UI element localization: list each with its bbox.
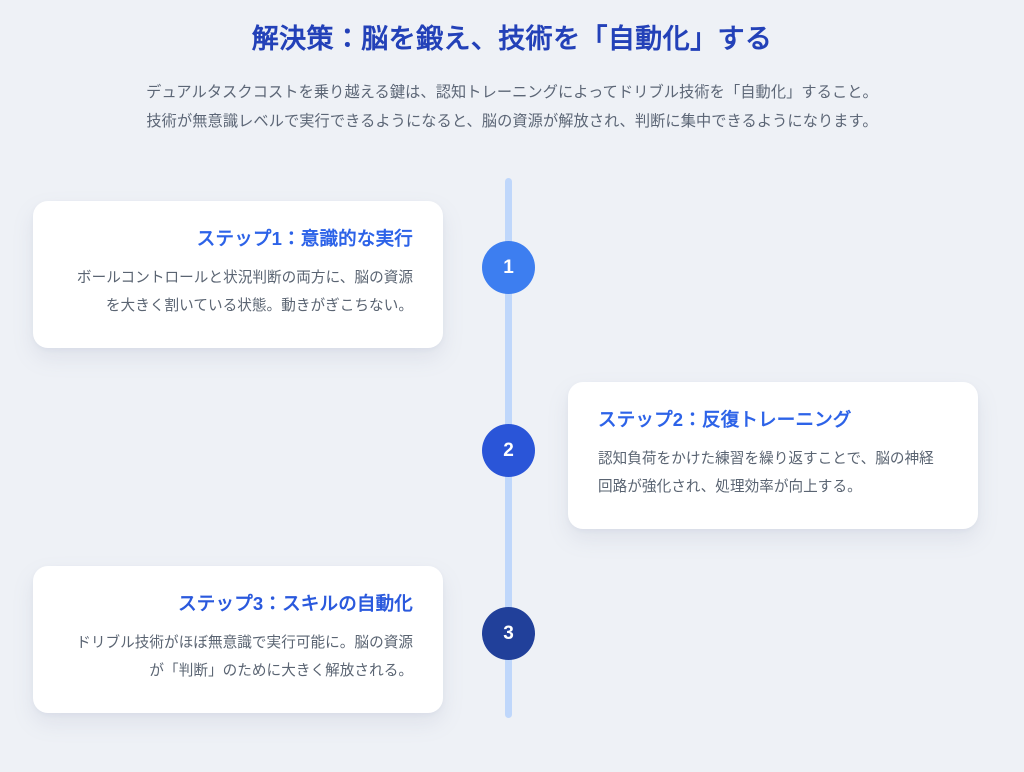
timeline-marker-3[interactable]: 3 xyxy=(482,607,535,660)
step-card-body-1: ボールコントロールと状況判断の両方に、脳の資源を大きく割いている状態。動きがぎこ… xyxy=(76,270,413,315)
page-title: 解決策：脳を鍛え、技術を「自動化」する xyxy=(251,24,773,54)
step-card-body-3: ドリブル技術がほぼ無意識で実行可能に。脳の資源が「判断」のために大きく解放される… xyxy=(76,635,413,680)
step-card-body-2: 認知負荷をかけた練習を繰り返すことで、脳の神経回路が強化され、処理効率が向上する… xyxy=(598,451,934,496)
timeline-marker-1[interactable]: 1 xyxy=(482,241,535,294)
step-card-title-2: ステップ2：反復トレーニング xyxy=(598,409,852,430)
timeline-marker-number-2: 2 xyxy=(503,439,514,461)
timeline-marker-2[interactable]: 2 xyxy=(482,424,535,477)
subtitle-line-1: デュアルタスクコストを乗り越える鍵は、認知トレーニングによってドリブル技術を「自… xyxy=(146,84,878,102)
timeline-marker-number-1: 1 xyxy=(503,256,514,278)
step-card-title-3: ステップ3：スキルの自動化 xyxy=(178,593,413,614)
timeline-marker-number-3: 3 xyxy=(503,622,514,644)
step-card-title-1: ステップ1：意識的な実行 xyxy=(196,228,413,249)
header: 解決策：脳を鍛え、技術を「自動化」する デュアルタスクコストを乗り越える鍵は、認… xyxy=(0,0,1024,136)
step-card-3[interactable]: ステップ3：スキルの自動化 ドリブル技術がほぼ無意識で実行可能に。脳の資源が「判… xyxy=(33,566,443,714)
step-card-1[interactable]: ステップ1：意識的な実行 ボールコントロールと状況判断の両方に、脳の資源を大きく… xyxy=(33,201,443,349)
step-card-2[interactable]: ステップ2：反復トレーニング 認知負荷をかけた練習を繰り返すことで、脳の神経回路… xyxy=(568,382,978,530)
page-subtitle: デュアルタスクコストを乗り越える鍵は、認知トレーニングによってドリブル技術を「自… xyxy=(0,79,1024,135)
subtitle-line-2: 技術が無意識レベルで実行できるようになると、脳の資源が解放され、判断に集中できる… xyxy=(146,112,878,130)
